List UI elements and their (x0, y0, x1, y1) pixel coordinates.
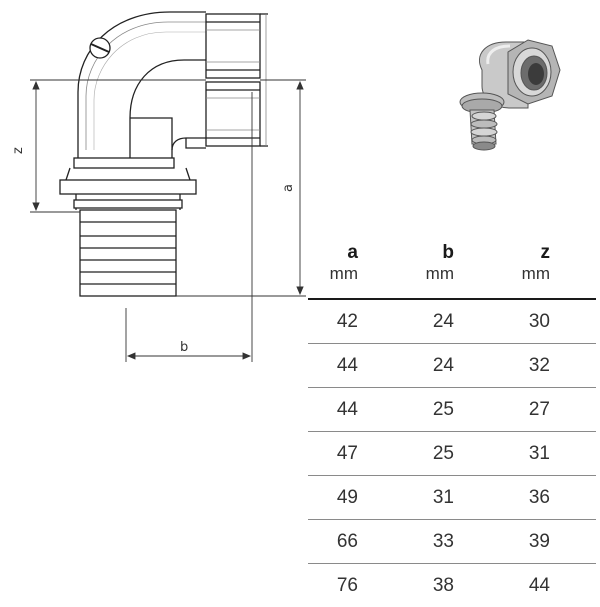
dimension-table: a b z mm mm mm 42 24 30 44 24 32 44 25 2… (308, 230, 596, 607)
table-row: 44 25 27 (308, 388, 596, 432)
dimension-label-z: z (11, 147, 26, 154)
cell-z: 44 (500, 564, 596, 607)
table-header-row: a b z (308, 230, 596, 264)
cell-a: 42 (308, 299, 404, 344)
unit-b: mm (404, 264, 500, 299)
cell-b: 25 (404, 388, 500, 432)
elbow-technical-view (60, 12, 268, 296)
cell-b: 31 (404, 476, 500, 520)
unit-a: mm (308, 264, 404, 299)
cell-a: 47 (308, 432, 404, 476)
cell-z: 39 (500, 520, 596, 564)
elbow-product-image (460, 40, 560, 150)
table-row: 66 33 39 (308, 520, 596, 564)
table-row: 47 25 31 (308, 432, 596, 476)
dimension-label-b: b (180, 340, 188, 355)
cell-z: 30 (500, 299, 596, 344)
table-row: 76 38 44 (308, 564, 596, 607)
cell-b: 38 (404, 564, 500, 607)
dimension-label-a: a (281, 184, 296, 192)
unit-z: mm (500, 264, 596, 299)
table-row: 44 24 32 (308, 344, 596, 388)
cell-a: 49 (308, 476, 404, 520)
cell-b: 25 (404, 432, 500, 476)
column-header-b: b (404, 230, 500, 264)
cell-b: 24 (404, 299, 500, 344)
cell-a: 76 (308, 564, 404, 607)
cell-b: 24 (404, 344, 500, 388)
column-header-a: a (308, 230, 404, 264)
table-row: 49 31 36 (308, 476, 596, 520)
cell-a: 44 (308, 344, 404, 388)
table-units-row: mm mm mm (308, 264, 596, 299)
cell-a: 44 (308, 388, 404, 432)
cell-b: 33 (404, 520, 500, 564)
cell-z: 32 (500, 344, 596, 388)
cell-a: 66 (308, 520, 404, 564)
table-row: 42 24 30 (308, 299, 596, 344)
cell-z: 27 (500, 388, 596, 432)
cell-z: 36 (500, 476, 596, 520)
cell-z: 31 (500, 432, 596, 476)
column-header-z: z (500, 230, 596, 264)
